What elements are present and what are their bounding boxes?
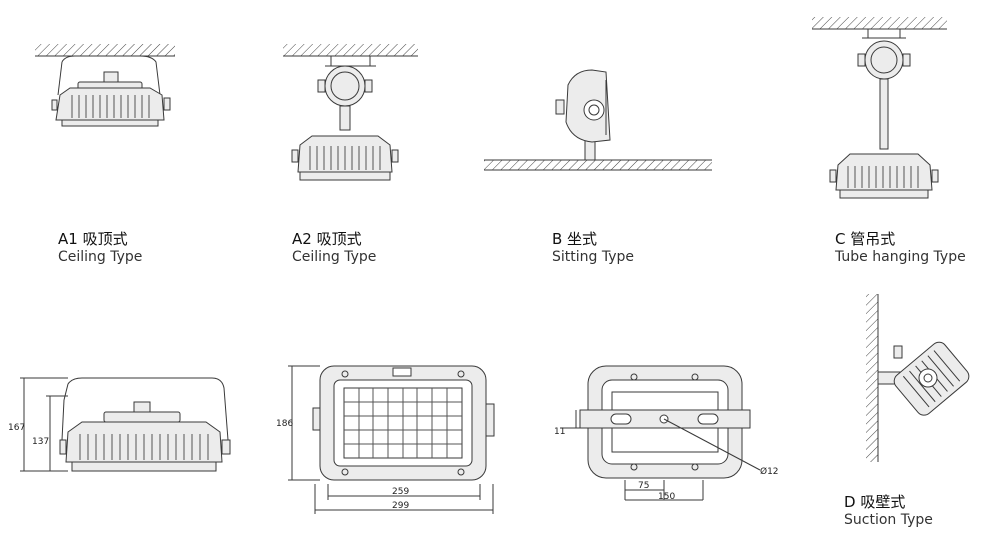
dim-front-inner-width: 259	[392, 487, 409, 497]
dim-hole-spacing: 150	[658, 492, 675, 502]
dim-height-total: 167	[8, 423, 25, 433]
label-a1-zh: A1 吸顶式	[58, 230, 128, 248]
dim-hole-diameter: Ø12	[760, 466, 779, 477]
label-c: C 管吊式 Tube hanging Type	[835, 230, 966, 266]
label-a1-en: Ceiling Type	[58, 248, 143, 265]
label-a2-zh: A2 吸顶式	[292, 230, 362, 248]
label-d-zh: D 吸壁式	[844, 493, 906, 511]
dim-front-outer-width: 299	[392, 501, 409, 511]
label-d-en: Suction Type	[844, 511, 933, 528]
view-b-drawing	[484, 69, 712, 171]
label-d: D 吸壁式 Suction Type	[844, 493, 933, 529]
label-a1: A1 吸顶式 Ceiling Type	[58, 230, 142, 266]
label-b-zh: B 坐式	[552, 230, 598, 248]
view-d-drawing	[866, 294, 970, 462]
dim-height-body: 137	[32, 437, 49, 447]
label-b-en: Sitting Type	[552, 248, 635, 265]
view-back-bracket	[560, 365, 761, 501]
label-a2-en: Ceiling Type	[292, 248, 377, 265]
dim-front-height: 186	[276, 419, 293, 429]
view-c-drawing	[812, 17, 947, 199]
dim-hole-spacing-half: 75	[638, 481, 649, 491]
view-a1-drawing	[35, 44, 175, 127]
view-a1-dimensioned	[20, 377, 231, 472]
label-a2: A2 吸顶式 Ceiling Type	[292, 230, 376, 266]
view-a2-drawing	[283, 44, 418, 181]
view-front-grid	[288, 365, 495, 514]
label-b: B 坐式 Sitting Type	[552, 230, 634, 266]
label-c-en: Tube hanging Type	[835, 248, 966, 265]
label-c-zh: C 管吊式	[835, 230, 896, 248]
dim-bracket-thickness: 11	[554, 427, 565, 437]
